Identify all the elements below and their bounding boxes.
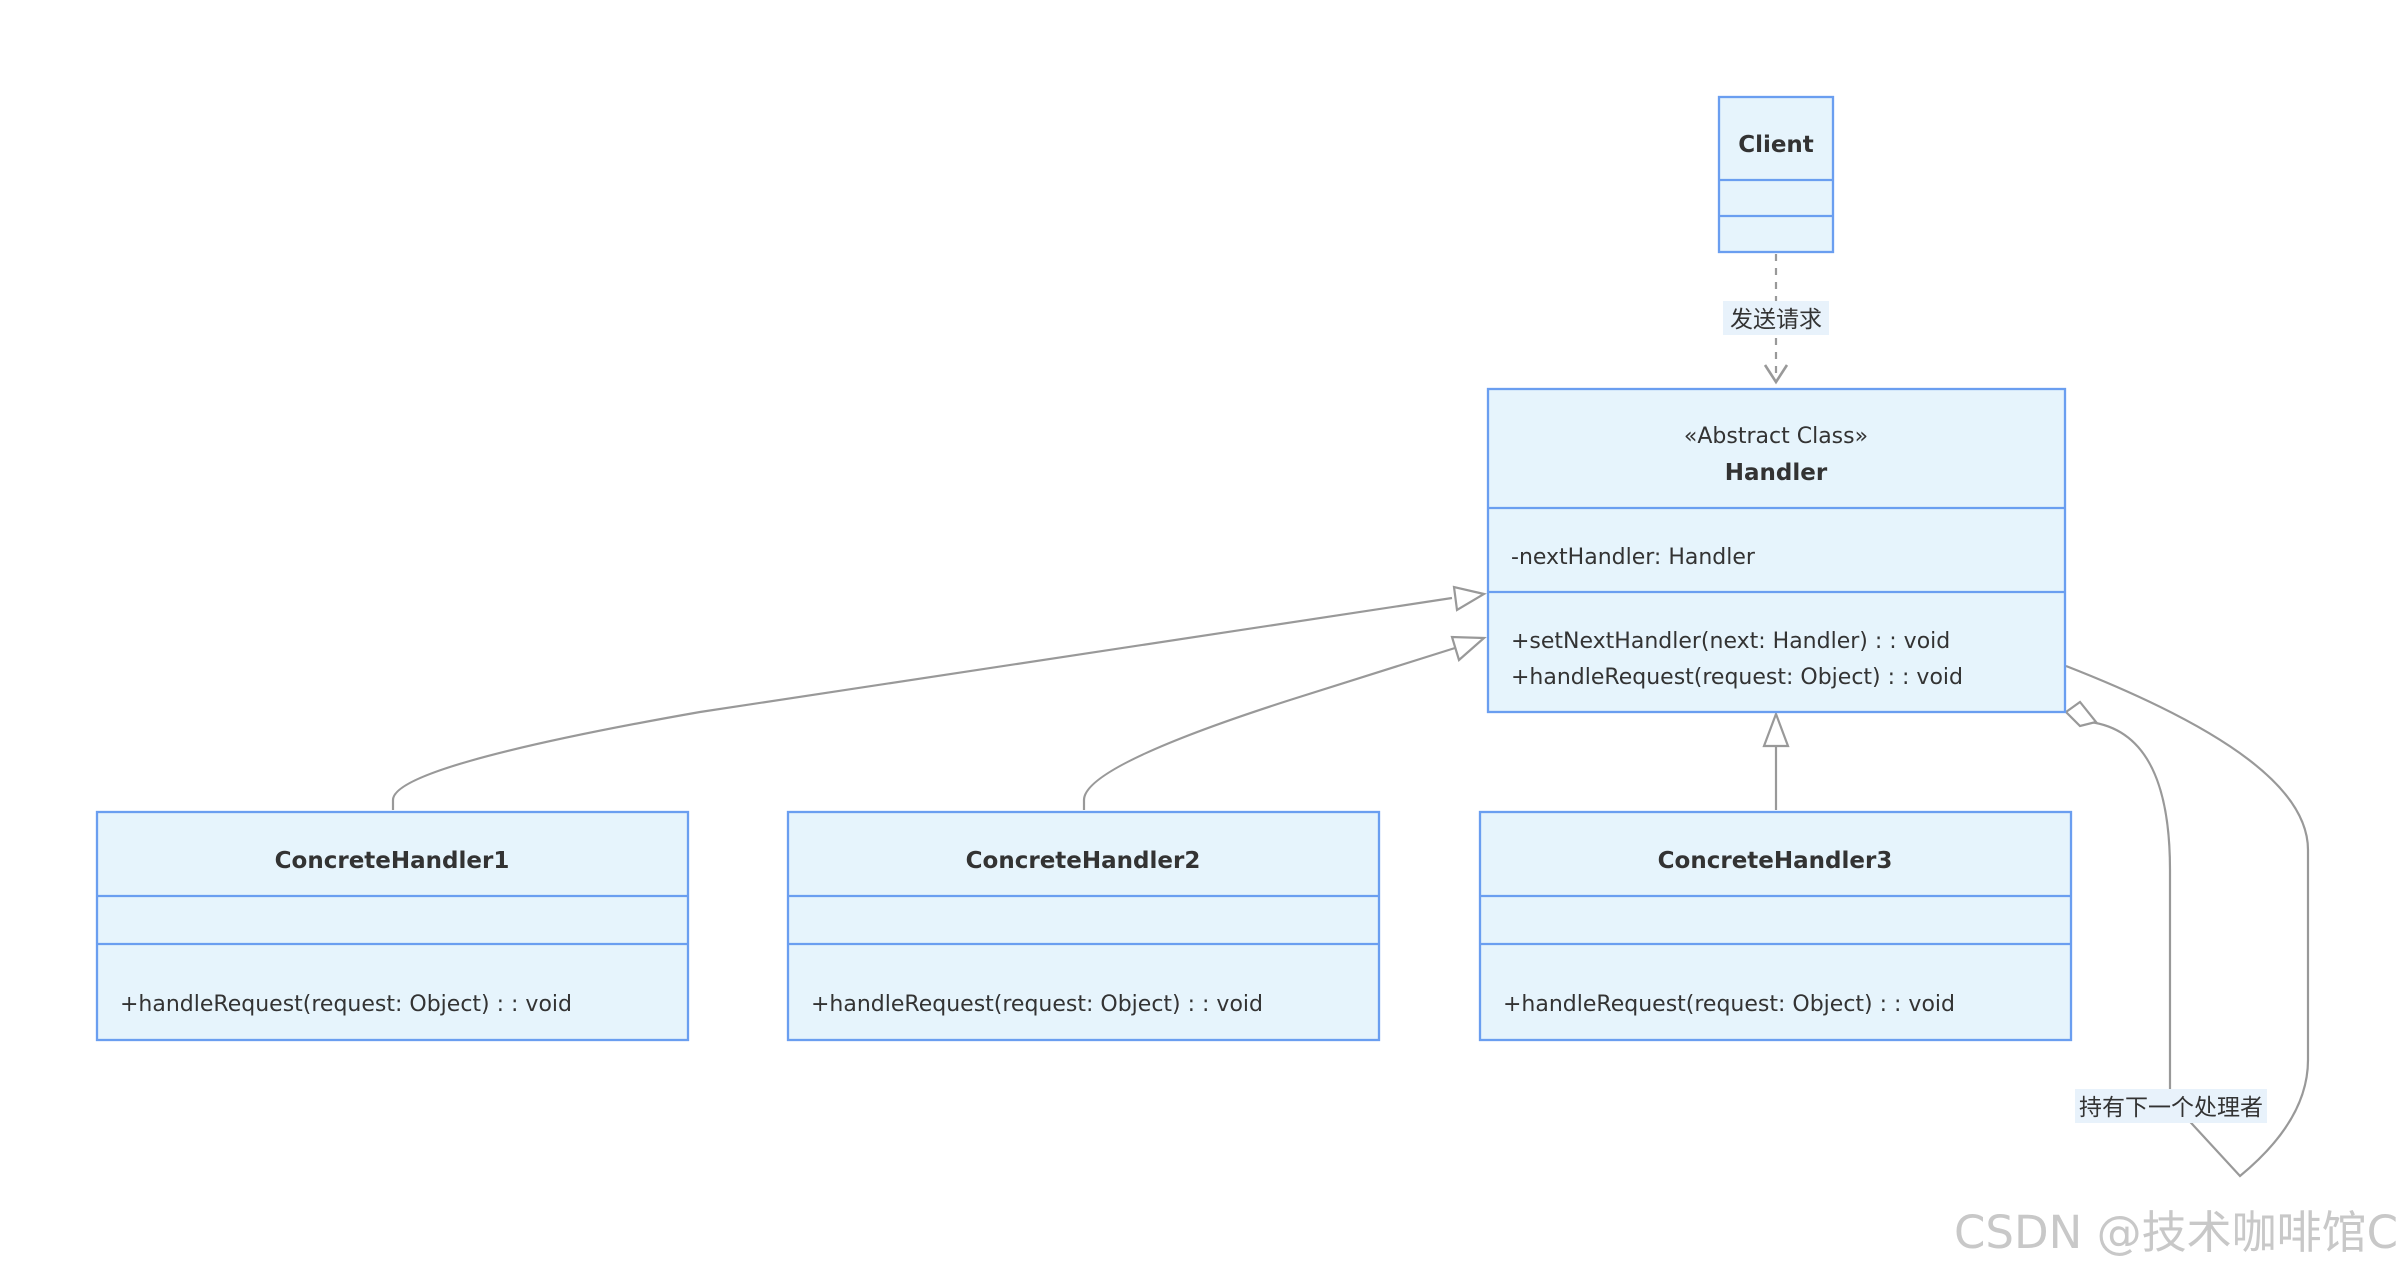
csdn-watermark: CSDN @技术咖啡馆C [1954, 1206, 2398, 1259]
class-box [1486, 387, 2067, 714]
handler-self-aggregation-edge [2064, 664, 2310, 1178]
inheritance-triangle-head [1762, 710, 1790, 748]
class-box [1478, 810, 2073, 1042]
aggregation-diamond-head [2064, 700, 2098, 728]
inheritance-triangle-head [1450, 635, 1487, 662]
class-concrete-handler3[interactable]: ConcreteHandler3 +handleRequest(request:… [1478, 810, 2073, 1042]
class-concrete-handler1[interactable]: ConcreteHandler1 +handleRequest(request:… [95, 810, 690, 1042]
class-client[interactable]: Client [1717, 95, 1835, 254]
client-handler-label: 发送请求 [1723, 301, 1829, 335]
method-handle-request: +handleRequest(request: Object) : : void [120, 992, 572, 1017]
class-stereotype: «Abstract Class» [1684, 424, 1868, 449]
edge-label-hold-next-handler: 持有下一个处理者 [2079, 1095, 2263, 1121]
edge-label-background [2075, 1089, 2267, 1123]
class-name: Handler [1725, 460, 1828, 486]
class-name: Client [1738, 132, 1814, 158]
class-name: ConcreteHandler3 [1658, 848, 1893, 874]
class-name: ConcreteHandler1 [275, 848, 510, 874]
handler-self-label: 持有下一个处理者 [2075, 1089, 2267, 1123]
method-handle-request: +handleRequest(request: Object) : : void [811, 992, 1263, 1017]
inheritance-triangle-head [1452, 585, 1487, 612]
handler2-inheritance-edge [1082, 635, 1487, 810]
open-arrow-head [1763, 364, 1789, 385]
class-name: ConcreteHandler2 [966, 848, 1201, 874]
attribute-next-handler: -nextHandler: Handler [1511, 545, 1756, 570]
edge-label-send-request: 发送请求 [1730, 307, 1822, 333]
class-handler[interactable]: «Abstract Class» Handler -nextHandler: H… [1486, 387, 2067, 714]
handler1-inheritance-edge [391, 585, 1487, 810]
method-set-next-handler: +setNextHandler(next: Handler) : : void [1511, 629, 1950, 654]
class-box [786, 810, 1381, 1042]
handler3-inheritance-edge [1762, 710, 1790, 810]
class-box [1717, 95, 1835, 254]
method-handle-request: +handleRequest(request: Object) : : void [1503, 992, 1955, 1017]
class-box [95, 810, 690, 1042]
class-concrete-handler2[interactable]: ConcreteHandler2 +handleRequest(request:… [786, 810, 1381, 1042]
method-handle-request: +handleRequest(request: Object) : : void [1511, 665, 1963, 690]
edge-label-background [1723, 301, 1829, 335]
